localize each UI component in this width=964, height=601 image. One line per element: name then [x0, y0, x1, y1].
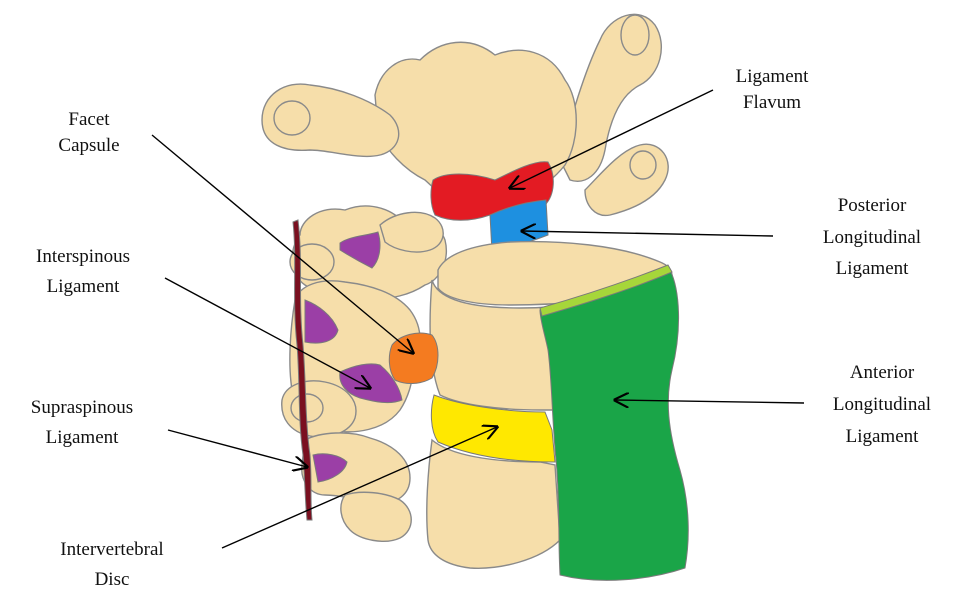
facet-capsule-line-1: Facet: [68, 109, 110, 130]
ligament-flavum-line-1: Ligament: [736, 66, 810, 87]
label-interspinous: Interspinous Ligament: [36, 246, 130, 297]
supraspinous-line-2: Ligament: [46, 427, 120, 448]
facet-capsule-shape: [389, 333, 438, 383]
label-posterior-longitudinal: Posterior Longitudinal Ligament: [823, 195, 921, 279]
ligament-flavum-line-2: Flavum: [743, 92, 801, 113]
interspinous-line-2: Ligament: [47, 276, 121, 297]
intervertebral-disc-line-2: Disc: [95, 569, 130, 590]
label-supraspinous: Supraspinous Ligament: [31, 397, 133, 448]
anterior-longitudinal-line-2: Longitudinal: [833, 394, 931, 415]
posterior-longitudinal-line-3: Ligament: [836, 258, 910, 279]
anterior-longitudinal-line-1: Anterior: [850, 362, 915, 383]
posterior-longitudinal-arrow: [522, 231, 773, 236]
posterior-longitudinal-line-2: Longitudinal: [823, 227, 921, 248]
label-facet-capsule: Facet Capsule: [58, 109, 119, 156]
supraspinous-line-1: Supraspinous: [31, 397, 133, 418]
facet-capsule-line-2: Capsule: [58, 135, 119, 156]
supraspinous-arrow: [168, 430, 307, 467]
label-intervertebral-disc: Intervertebral Disc: [60, 539, 163, 590]
anterior-longitudinal-ligament-shape: [540, 270, 688, 580]
intervertebral-disc-line-1: Intervertebral: [60, 539, 163, 560]
interspinous-line-1: Interspinous: [36, 246, 130, 267]
posterior-longitudinal-line-1: Posterior: [838, 195, 907, 216]
label-ligament-flavum: Ligament Flavum: [736, 66, 810, 113]
label-anterior-longitudinal: Anterior Longitudinal Ligament: [833, 362, 931, 447]
anterior-longitudinal-line-3: Ligament: [846, 426, 920, 447]
